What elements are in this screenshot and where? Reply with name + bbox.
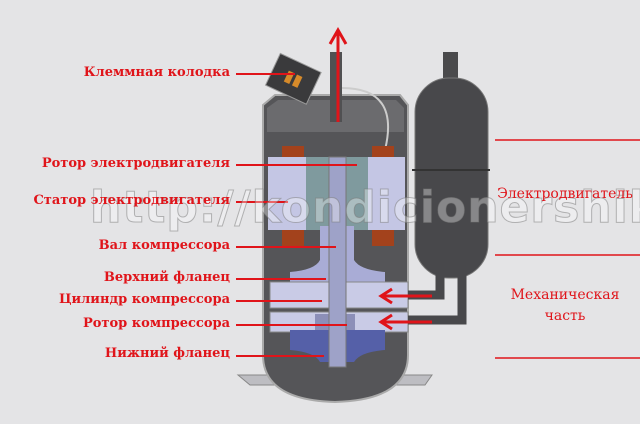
watermark: http://kondicionershik.ru (90, 182, 640, 234)
wire (341, 87, 390, 151)
terminal-block (264, 52, 322, 105)
label-stator: Статор электродвигателя (33, 193, 230, 208)
label-shaft: Вал компрессора (98, 238, 230, 253)
label-mech-section-1: Механическая (510, 287, 620, 303)
shaft (328, 156, 347, 368)
label-cylinder: Цилиндр компрессора (58, 292, 230, 307)
discharge-pipe (330, 52, 342, 122)
label-motor-section: Электродвигатель (497, 186, 633, 202)
label-terminal-block: Клеммная колодка (83, 65, 230, 80)
label-mech-section-2: часть (544, 308, 586, 324)
label-motor-rotor: Ротор электродвигателя (41, 156, 230, 171)
label-lower-flange: Нижний фланец (104, 346, 230, 361)
winding-bottom-left (282, 228, 304, 246)
suction-pipe-upper (408, 275, 445, 300)
winding-bottom-right (372, 228, 394, 246)
leader-lines (236, 73, 357, 357)
accumulator (414, 77, 489, 279)
label-upper-flange: Верхний фланец (103, 270, 230, 285)
flow-arrows (328, 26, 432, 331)
suction-pipe-lower (408, 275, 467, 325)
accumulator-inlet (443, 52, 458, 82)
section-dividers (495, 139, 640, 359)
label-compressor-rotor: Ротор компрессора (82, 316, 230, 331)
